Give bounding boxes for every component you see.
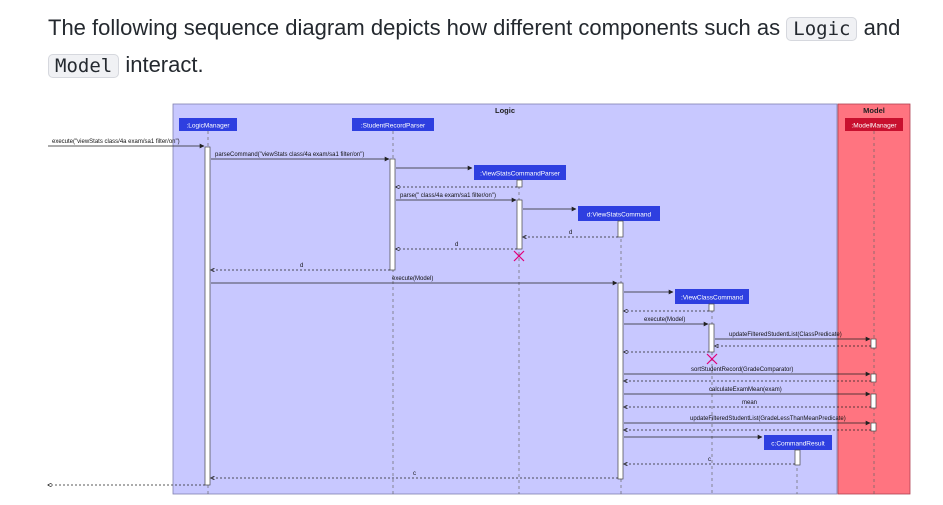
call-arrows [48,143,871,440]
message-labels: execute("viewStats class/4a exam/sa1 fil… [52,139,846,477]
activation-logic-manager [204,146,211,486]
destroy-stats-parser [513,250,525,262]
participant-result-label: c:CommandResult [771,441,825,448]
activation-model-1 [870,338,877,349]
participant-model-manager: :ModelManager [845,118,903,131]
participant-stats-parser: :ViewStatsCommandParser [474,165,566,180]
intro-text-and: and [863,15,901,40]
label-sort: sortStudentRecord(GradeComparator) [691,367,793,373]
participant-stats-parser-label: :ViewStatsCommandParser [480,171,561,178]
activation-stats-parser-2 [516,199,523,250]
participant-stats-command: d:ViewStatsCommand [578,206,660,221]
destroy-marks [513,250,718,365]
participant-model-manager-label: :ModelManager [851,123,897,130]
activation-model-4 [870,422,877,432]
model-box-label: Model [863,106,885,115]
participant-class-command: :ViewClassCommand [675,289,749,304]
code-model: Model [48,54,120,78]
participant-parser-label: :StudentRecordParser [361,123,426,130]
participant-result: c:CommandResult [764,435,832,450]
label-calc: calculateExamMean(exam) [709,387,782,393]
intro-paragraph: The following sequence diagram depicts h… [48,10,908,84]
label-d1: d [569,230,572,236]
label-parse-command: parseCommand("viewStats class/4a exam/sa… [215,152,364,158]
activation-result [794,449,801,466]
activation-model-2 [870,373,877,383]
destroy-class-command [706,353,718,365]
intro-text-before: The following sequence diagram depicts h… [48,15,781,40]
label-c2: c [413,471,416,477]
participant-logic-manager: :LogicManager [179,118,237,131]
label-update-grade: updateFilteredStudentList(GradeLessThanM… [690,416,846,422]
activation-model-3 [870,393,877,409]
label-d2: d [455,242,458,248]
code-logic: Logic [786,17,858,41]
return-arrows [48,187,871,485]
activation-stats-command-2 [617,282,624,480]
activation-parser [389,158,396,271]
activation-stats-command-1 [617,220,624,238]
activation-stats-parser-1 [516,179,523,188]
label-execute-model-2: execute(Model) [644,317,685,323]
label-d3: d [300,263,303,269]
activation-class-command-2 [708,323,715,353]
intro-text-after: interact. [125,52,204,77]
participant-class-command-label: :ViewClassCommand [681,295,743,302]
participant-parser: :StudentRecordParser [352,118,434,131]
participant-logic-manager-label: :LogicManager [187,123,231,130]
activations [204,146,877,486]
participant-stats-command-label: d:ViewStatsCommand [587,212,652,219]
activation-class-command-1 [708,303,715,312]
label-c1: c [708,457,711,463]
label-parse: parse(" class/4a exam/sa1 filter/on") [400,193,496,199]
label-execute-model: execute(Model) [392,276,433,282]
label-update-class: updateFilteredStudentList(ClassPredicate… [729,332,842,338]
logic-box-label: Logic [495,106,515,115]
label-execute-input: execute("viewStats class/4a exam/sa1 fil… [52,139,180,145]
label-mean: mean [742,400,757,406]
